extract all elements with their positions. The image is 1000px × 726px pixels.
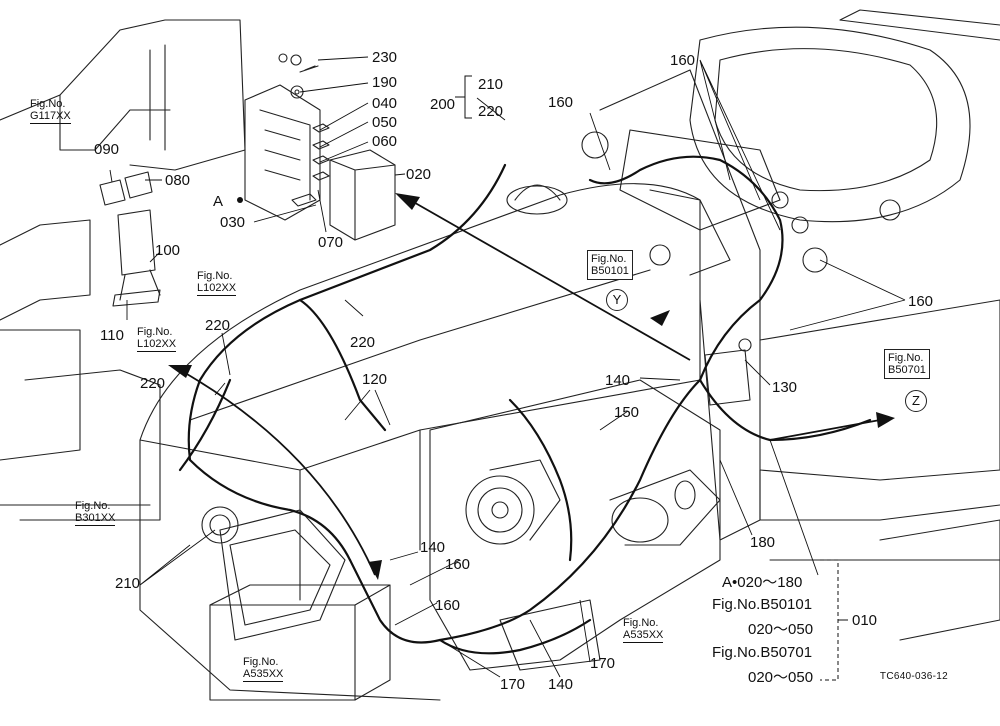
- legend-line-4: Fig.No.B50701: [712, 644, 813, 661]
- figref-b50701-prefix: Fig.No.: [888, 352, 924, 364]
- callout-220-c: 220: [350, 334, 376, 351]
- fuel-cap: [506, 184, 568, 215]
- figref-g117-prefix: Fig.No.: [30, 98, 66, 110]
- callout-150: 150: [614, 404, 640, 421]
- callout-160-b: 160: [670, 52, 696, 69]
- callout-160-c: 160: [908, 293, 934, 310]
- figref-l102-b-prefix: Fig.No.: [137, 326, 173, 338]
- callout-210-top: 210: [478, 76, 504, 93]
- callout-170-b: 170: [500, 676, 526, 693]
- callout-190: 190: [372, 74, 398, 91]
- fuse-box-cover: [329, 149, 396, 241]
- callout-140-c: 140: [548, 676, 574, 693]
- legend-line-3: 020～050: [748, 621, 814, 638]
- figref-l102-b-number: L102XX: [137, 338, 177, 352]
- callout-220-a: 220: [205, 317, 231, 334]
- figref-b301: Fig.No. B301XX: [75, 500, 116, 526]
- engine-block: [429, 379, 721, 671]
- figref-b50701: Fig.No. B50701: [884, 349, 930, 379]
- routing-arrows: [179, 199, 881, 576]
- figref-a535-b-number: A535XX: [243, 668, 284, 682]
- callout-140-b: 140: [420, 539, 446, 556]
- figref-b50101-number: B50101: [591, 265, 629, 277]
- callout-110: 110: [100, 327, 124, 344]
- legend-line-1: A•020～180: [722, 574, 803, 591]
- callout-140-a: 140: [605, 372, 631, 389]
- steering-console: [599, 9, 1000, 541]
- callout-090: 090: [94, 141, 120, 158]
- callout-060: 060: [372, 133, 398, 150]
- arrow-heads: [168, 193, 895, 580]
- figref-a535-b-prefix: Fig.No.: [243, 656, 279, 668]
- legend-line-5: 020～050: [748, 669, 814, 686]
- callout-210-b: 210: [115, 575, 141, 592]
- callout-050: 050: [372, 114, 398, 131]
- main-harness-wires: [178, 155, 872, 655]
- marker-y: Y: [606, 289, 628, 311]
- right-harness-switches: [704, 191, 901, 406]
- fuse-items: [291, 123, 330, 207]
- callout-100: 100: [155, 242, 181, 259]
- legend-line-2: Fig.No.B50101: [712, 596, 813, 613]
- callout-160-a: 160: [548, 94, 574, 111]
- figref-a535-a-prefix: Fig.No.: [623, 617, 659, 629]
- callout-040: 040: [372, 95, 398, 112]
- headlight-left: [201, 506, 239, 544]
- figref-l102-a-prefix: Fig.No.: [197, 270, 233, 282]
- marker-z: Z: [905, 390, 927, 412]
- starter-motor: [609, 469, 721, 546]
- figref-b50101-prefix: Fig.No.: [591, 253, 627, 265]
- floor-platform: [759, 299, 1000, 641]
- callout-230: 230: [372, 49, 398, 66]
- figref-b301-number: B301XX: [75, 512, 116, 526]
- callout-160-e: 160: [435, 597, 461, 614]
- grille: [219, 509, 346, 641]
- a-marker-dot: [237, 197, 243, 203]
- figref-l102-a-number: L102XX: [197, 282, 237, 296]
- alternator: [465, 459, 561, 545]
- figref-g117: Fig.No. G117XX: [30, 98, 71, 124]
- callout-a: A: [213, 193, 224, 210]
- legend-brace: [455, 75, 848, 681]
- callout-200: 200: [430, 96, 456, 113]
- callout-180: 180: [750, 534, 776, 551]
- callout-030: 030: [220, 214, 246, 231]
- callout-020: 020: [406, 166, 432, 183]
- leader-lines: [109, 56, 906, 678]
- callout-130: 130: [772, 379, 798, 396]
- figref-g117-number: G117XX: [30, 110, 71, 124]
- figref-b50101: Fig.No. B50101: [587, 250, 633, 280]
- relays-left: [99, 171, 161, 307]
- left-frame-panel: [0, 19, 246, 521]
- figref-b301-prefix: Fig.No.: [75, 500, 111, 512]
- callout-080: 080: [165, 172, 191, 189]
- legend-group-010: 010: [852, 612, 878, 629]
- figref-l102-a: Fig.No. L102XX: [197, 270, 237, 296]
- callout-220-top: 220: [478, 103, 504, 120]
- figref-l102-b: Fig.No. L102XX: [137, 326, 177, 352]
- callout-170-a: 170: [590, 655, 616, 672]
- figref-b50701-number: B50701: [888, 364, 926, 376]
- battery: [209, 584, 391, 701]
- figref-a535-a-number: A535XX: [623, 629, 664, 643]
- bolts: [278, 53, 319, 99]
- drawing-code: TC640-036-12: [879, 671, 948, 682]
- callout-070: 070: [318, 234, 344, 251]
- callout-220-b: 220: [140, 375, 166, 392]
- relay-box-top: [244, 84, 321, 221]
- figref-a535-b: Fig.No. A535XX: [243, 656, 284, 682]
- figref-a535-a: Fig.No. A535XX: [623, 617, 664, 643]
- callout-160-d: 160: [445, 556, 471, 573]
- callout-120: 120: [362, 371, 388, 388]
